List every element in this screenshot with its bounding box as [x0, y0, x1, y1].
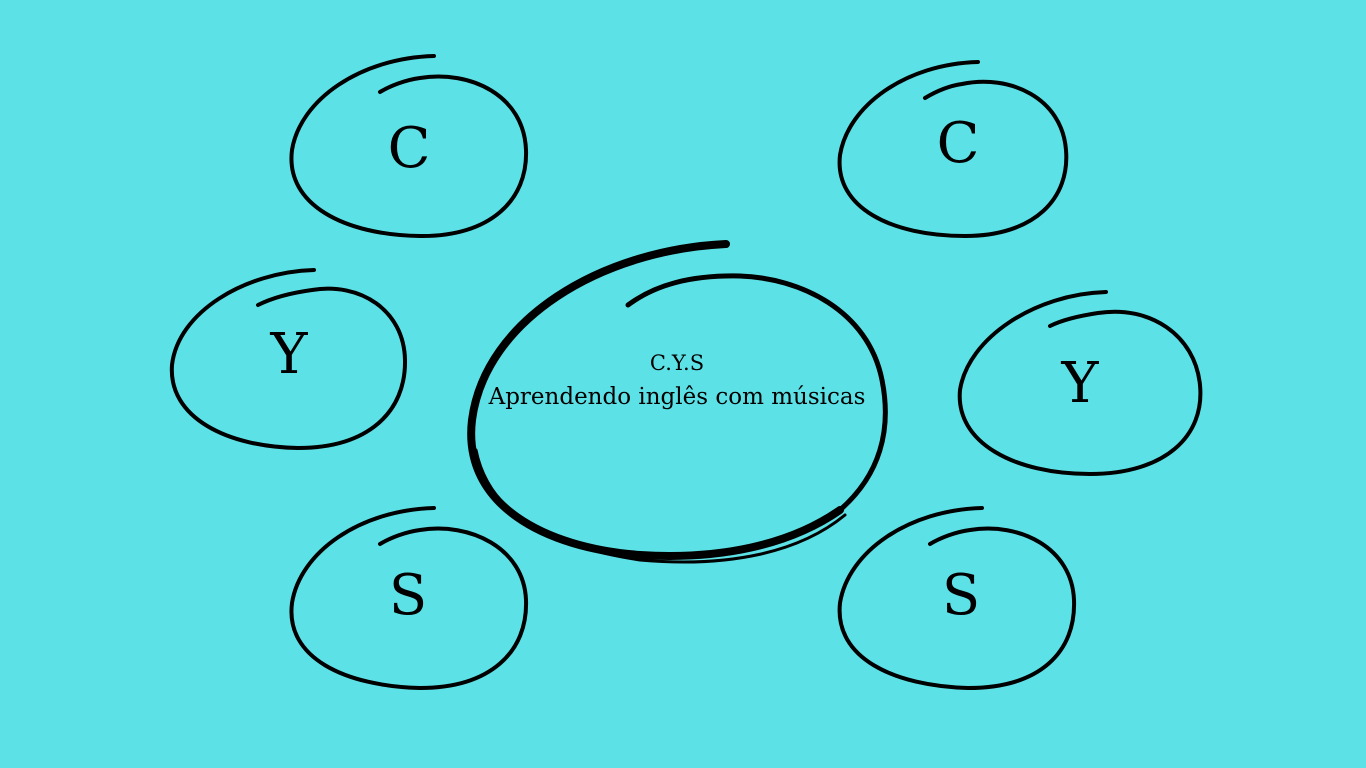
bubble-label-bottom-right: S: [941, 563, 981, 628]
bubble-label-top-right: C: [936, 111, 980, 176]
center-title: C.Y.S: [649, 351, 705, 375]
circle-top-left: [289, 54, 529, 239]
circle-middle-right: [957, 290, 1203, 476]
bubble-label-middle-left: Y: [270, 322, 308, 387]
bubble-label-top-left: C: [387, 116, 431, 181]
bubble-label-middle-right: Y: [1061, 351, 1099, 416]
circle-top-right: [837, 60, 1069, 238]
center-subtitle: Aprendendo inglês com músicas: [488, 384, 866, 410]
circle-bottom-right: [837, 506, 1077, 690]
circle-middle-left: [169, 268, 408, 450]
circle-center: [467, 240, 888, 564]
circle-bottom-left: [289, 506, 529, 690]
bubble-label-bottom-left: S: [388, 563, 428, 628]
center-topic: C.Y.S Aprendendo inglês com músicas: [470, 346, 884, 414]
